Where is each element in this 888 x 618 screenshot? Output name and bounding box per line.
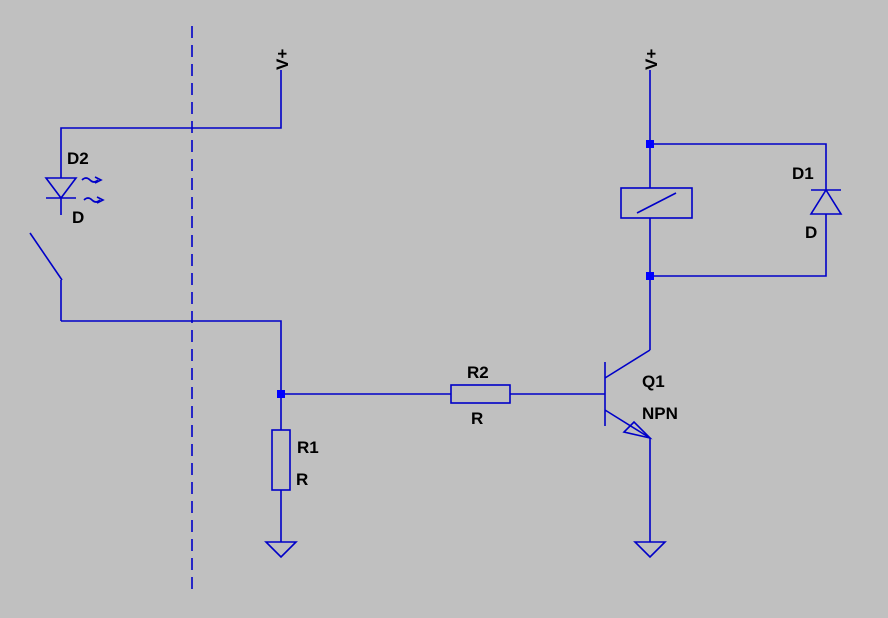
d1-name-label: D1 (792, 164, 814, 183)
relay-coil[interactable] (620, 187, 693, 219)
junction-dot (646, 272, 654, 280)
led-d2[interactable] (44, 176, 105, 215)
emitter-lead (604, 409, 651, 439)
r2-name-label: R2 (467, 363, 489, 382)
r1-value-label: R (296, 470, 308, 489)
d2-value-label: D (72, 208, 84, 227)
resistor-r1[interactable] (264, 429, 298, 559)
diode-d1[interactable] (809, 188, 843, 215)
left-supply-label: V+ (273, 49, 292, 70)
switch-icon (29, 232, 63, 281)
resistor-icon (271, 429, 291, 491)
relay-coil-diagonal (636, 192, 677, 214)
ground-icon (633, 438, 667, 559)
switch[interactable] (29, 232, 63, 321)
diode-bottom-wire (650, 214, 827, 277)
q1-value-label: NPN (642, 404, 678, 423)
transistor-q1[interactable] (604, 349, 667, 559)
left-supply-wire (60, 70, 282, 178)
ground-icon (264, 490, 298, 559)
r2-value-label: R (471, 409, 483, 428)
right-supply-label: V+ (642, 49, 661, 70)
d1-value-label: D (805, 223, 817, 242)
junction-dot (277, 390, 285, 398)
emitter-arrow-icon (622, 420, 653, 440)
collector-lead (604, 349, 651, 379)
light-emission-icon (81, 176, 105, 204)
d2-name-label: D2 (67, 149, 89, 168)
relay-coil-icon (620, 187, 693, 219)
r1-name-label: R1 (297, 438, 319, 457)
resistor-icon (450, 384, 511, 404)
resistor-r2[interactable] (450, 384, 511, 404)
signal-wire (61, 320, 282, 430)
diode-icon (809, 188, 843, 215)
q1-name-label: Q1 (642, 372, 665, 391)
diode-top-wire (650, 143, 827, 190)
junction-dot (646, 140, 654, 148)
led-icon (44, 177, 78, 215)
